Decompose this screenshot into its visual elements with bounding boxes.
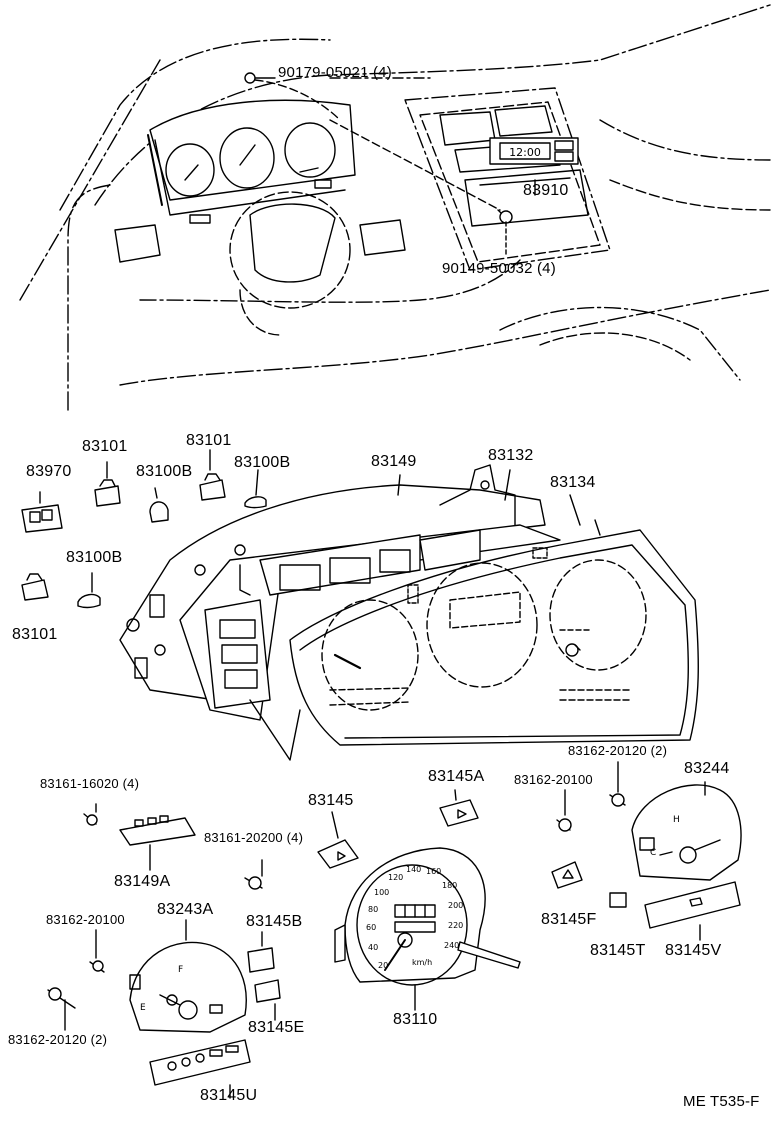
- speedo-tick-label: 220: [448, 921, 463, 930]
- label-83145u: 83145U: [200, 1087, 258, 1104]
- label-83145v: 83145V: [665, 942, 722, 959]
- speedo-tick-label: 40: [368, 943, 378, 952]
- label-83100b-c: 83100B: [66, 549, 123, 566]
- label-83145: 83145: [308, 792, 354, 809]
- label-83101-b: 83101: [186, 432, 232, 449]
- label-83100b-b: 83100B: [234, 454, 291, 471]
- label-83101-a: 83101: [82, 438, 128, 455]
- label-83145a: 83145A: [428, 768, 485, 785]
- label-screw-right: 90149-50032 (4): [442, 260, 556, 277]
- label-83145e: 83145E: [248, 1019, 305, 1036]
- speedo-tick-label: 240: [444, 941, 459, 950]
- temp-hot-mark: H: [673, 815, 680, 825]
- temp-cold-mark: C: [650, 848, 656, 858]
- speedo-tick-label: 140: [406, 865, 421, 874]
- label-83970: 83970: [26, 463, 72, 480]
- label-83145f: 83145F: [541, 911, 597, 928]
- label-83145t: 83145T: [590, 942, 646, 959]
- bulbs-and-sockets: [21, 449, 267, 609]
- fuel-empty-mark: E: [140, 1003, 146, 1013]
- footer-code: ME T535-F: [683, 1093, 760, 1110]
- dashboard-illustration: 12:00: [19, 4, 771, 411]
- speedo-tick-label: 60: [366, 923, 376, 932]
- bottom-parts: [47, 761, 742, 1099]
- speedo-tick-label: 160: [426, 867, 441, 876]
- label-screw-top: 90179-05021 (4): [278, 64, 392, 81]
- speedo-tick-label: 180: [442, 881, 457, 890]
- label-83149: 83149: [371, 453, 417, 470]
- label-83161-16020: 83161-16020 (4): [40, 776, 140, 791]
- speedo-unit: km/h: [412, 958, 432, 967]
- label-83101-c: 83101: [12, 626, 58, 643]
- label-83149a: 83149A: [114, 873, 171, 890]
- fuel-full-mark: F: [178, 965, 183, 975]
- label-83132: 83132: [488, 447, 534, 464]
- label-83145b: 83145B: [246, 913, 303, 930]
- label-83161-20200: 83161-20200 (4): [204, 830, 304, 845]
- speedo-tick-label: 100: [374, 888, 389, 897]
- speedometer-scale: 20 40 60 80 100 120 140 160 180 200 220 …: [366, 865, 463, 970]
- label-83162-20100-b: 83162-20100: [46, 912, 125, 927]
- speedo-tick-label: 80: [368, 905, 378, 914]
- label-83244: 83244: [684, 760, 730, 777]
- label-clock: 83910: [523, 182, 569, 199]
- label-83162-20100-a: 83162-20100: [514, 772, 593, 787]
- cluster-exploded-view: [119, 464, 699, 761]
- speedo-tick-label: 20: [378, 961, 388, 970]
- label-83110: 83110: [393, 1011, 438, 1028]
- label-83134: 83134: [550, 474, 596, 491]
- label-83100b-a: 83100B: [136, 463, 193, 480]
- clock-display-text: 12:00: [509, 146, 541, 159]
- label-83162-20120-b: 83162-20120 (2): [8, 1032, 108, 1047]
- speedo-tick-label: 200: [448, 901, 463, 910]
- speedo-tick-label: 120: [388, 873, 403, 882]
- label-83243a: 83243A: [157, 901, 214, 918]
- label-83162-20120-a: 83162-20120 (2): [568, 743, 668, 758]
